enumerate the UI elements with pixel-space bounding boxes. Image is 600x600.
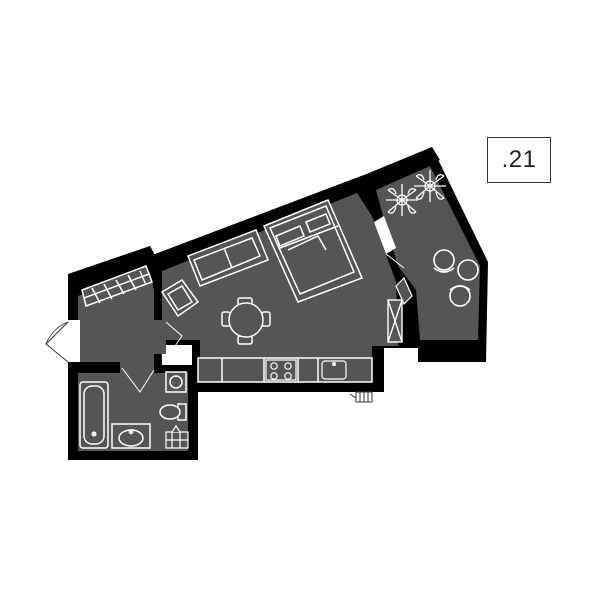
- sofa: [187, 229, 269, 287]
- kitchen-sink: [321, 360, 347, 380]
- wardrobe: [81, 265, 153, 307]
- hallway-door: [152, 320, 183, 357]
- potted-plant-1: [386, 184, 418, 216]
- toilet: [159, 403, 187, 421]
- bathroom-door: [120, 360, 155, 393]
- unit-number-label: .21: [501, 146, 537, 173]
- radiator: [349, 391, 373, 403]
- hallway: [68, 246, 162, 368]
- balcony-door: [374, 216, 405, 269]
- bathtub: [79, 381, 109, 449]
- armchair: [160, 279, 200, 318]
- stove: [265, 359, 297, 381]
- exterior-wall-top: [150, 147, 440, 270]
- entry-door: [45, 320, 80, 363]
- sink: [111, 423, 151, 449]
- potted-plant-2: [414, 170, 446, 202]
- balcony-table-set: [433, 249, 479, 307]
- unit-number-box: .21: [487, 137, 551, 183]
- bed: [262, 199, 364, 303]
- utility-box: [165, 424, 189, 449]
- washing-machine: [165, 371, 187, 393]
- refrigerator: [387, 299, 403, 343]
- balcony-window: [395, 276, 413, 306]
- dining-set: [221, 297, 271, 345]
